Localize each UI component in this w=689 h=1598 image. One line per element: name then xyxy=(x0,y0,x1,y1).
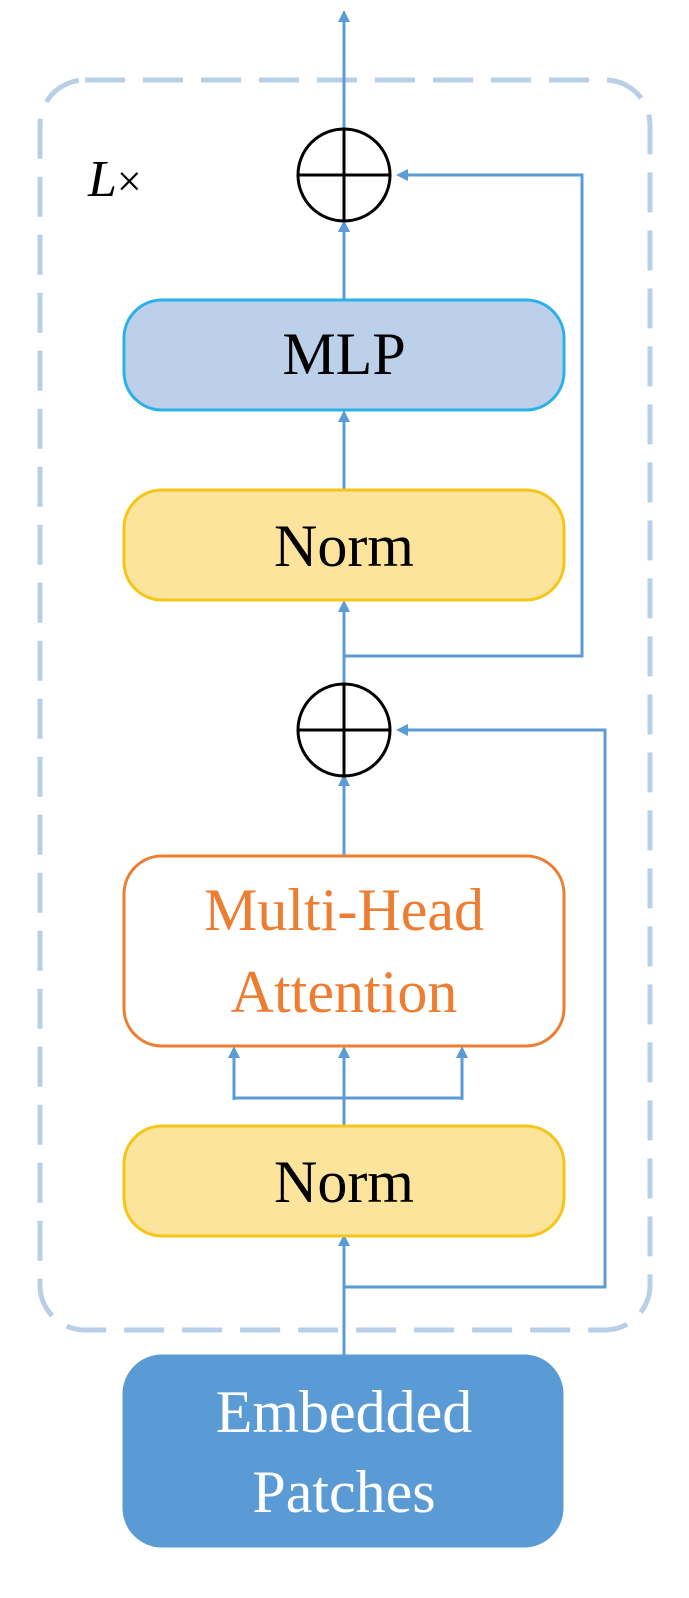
norm-block-top: Norm xyxy=(122,488,566,602)
embedded-patches-label-line2: Patches xyxy=(252,1459,435,1525)
residual-connection-top xyxy=(344,169,584,658)
flow-arrows xyxy=(228,10,607,1356)
attention-branch-line xyxy=(232,1096,464,1100)
mlp-label: MLP xyxy=(282,321,405,387)
norm-top-label: Norm xyxy=(274,513,414,579)
adder-bottom xyxy=(296,682,392,778)
repeat-times-symbol: × xyxy=(117,157,142,206)
attention-label-line1: Multi-Head xyxy=(204,877,484,943)
norm-top-box xyxy=(122,488,566,602)
attention-label-line2: Attention xyxy=(231,959,458,1025)
mlp-block: MLP xyxy=(122,298,566,412)
norm-bottom-box xyxy=(122,1124,566,1238)
attention-block: Multi-Head Attention xyxy=(122,854,566,1048)
mlp-box xyxy=(122,298,566,412)
embedded-patches-block: Embedded Patches xyxy=(122,1354,564,1548)
embedded-patches-label-line1: Embedded xyxy=(216,1379,473,1445)
repeat-count-label: L× xyxy=(87,151,142,208)
attention-box xyxy=(122,854,566,1048)
norm-block-bottom: Norm xyxy=(122,1124,566,1238)
norm-bottom-label: Norm xyxy=(274,1149,414,1215)
repeat-variable: L xyxy=(87,151,117,208)
residual-connection-bottom xyxy=(344,724,607,1289)
embedded-patches-box xyxy=(122,1354,564,1548)
adder-top xyxy=(296,127,392,223)
